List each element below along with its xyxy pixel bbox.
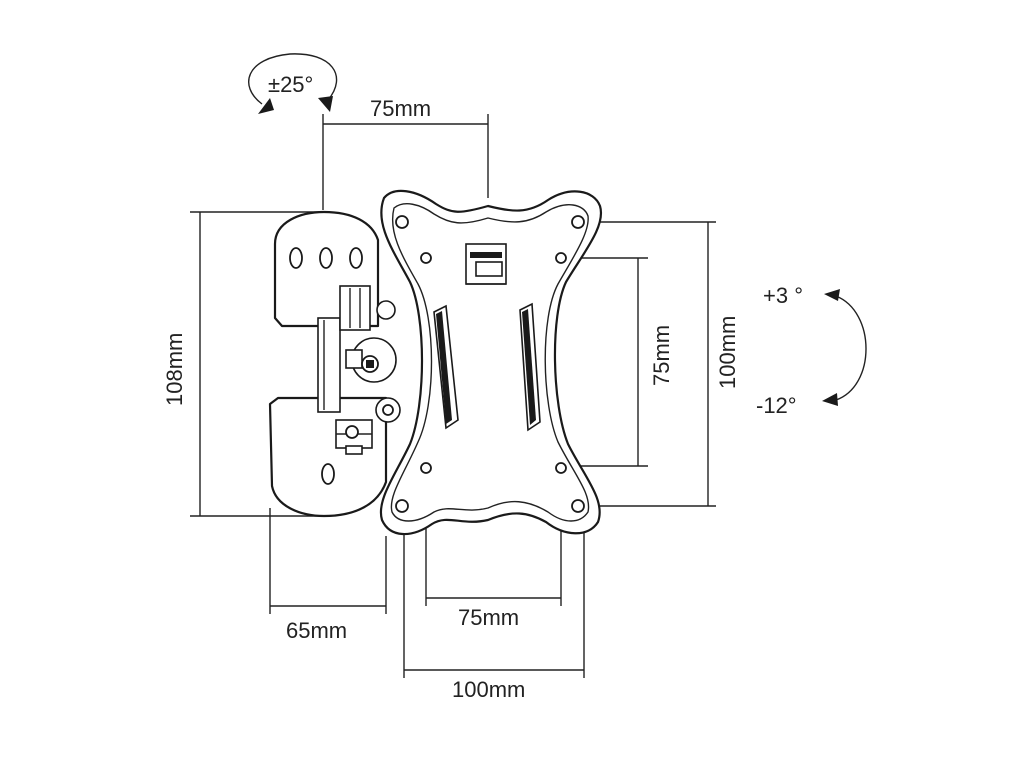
- dim-top-width-label: 75mm: [370, 96, 431, 121]
- tilt-down-label: -12°: [756, 393, 797, 418]
- rotation-label: ±25°: [268, 72, 313, 97]
- dim-depth-label: 65mm: [286, 618, 347, 643]
- vesa-plate: [375, 189, 603, 536]
- dimension-labels: 75mm 108mm 75mm 100mm 65mm 75mm 100mm: [162, 96, 740, 702]
- dim-vesa-outer-height-label: 100mm: [715, 316, 740, 389]
- swivel-rotation-indicator: ±25°: [248, 53, 338, 114]
- wall-plate: [268, 210, 397, 518]
- dim-vesa-inner-height-label: 75mm: [649, 325, 674, 386]
- dim-vesa-outer-width-label: 100mm: [452, 677, 525, 702]
- tilt-up-label: +3 °: [763, 283, 803, 308]
- dim-vesa-inner-width-label: 75mm: [458, 605, 519, 630]
- dimension-lines: [190, 114, 716, 678]
- dim-wall-plate-height-label: 108mm: [162, 333, 187, 406]
- tilt-indicator: +3 ° -12°: [756, 283, 867, 418]
